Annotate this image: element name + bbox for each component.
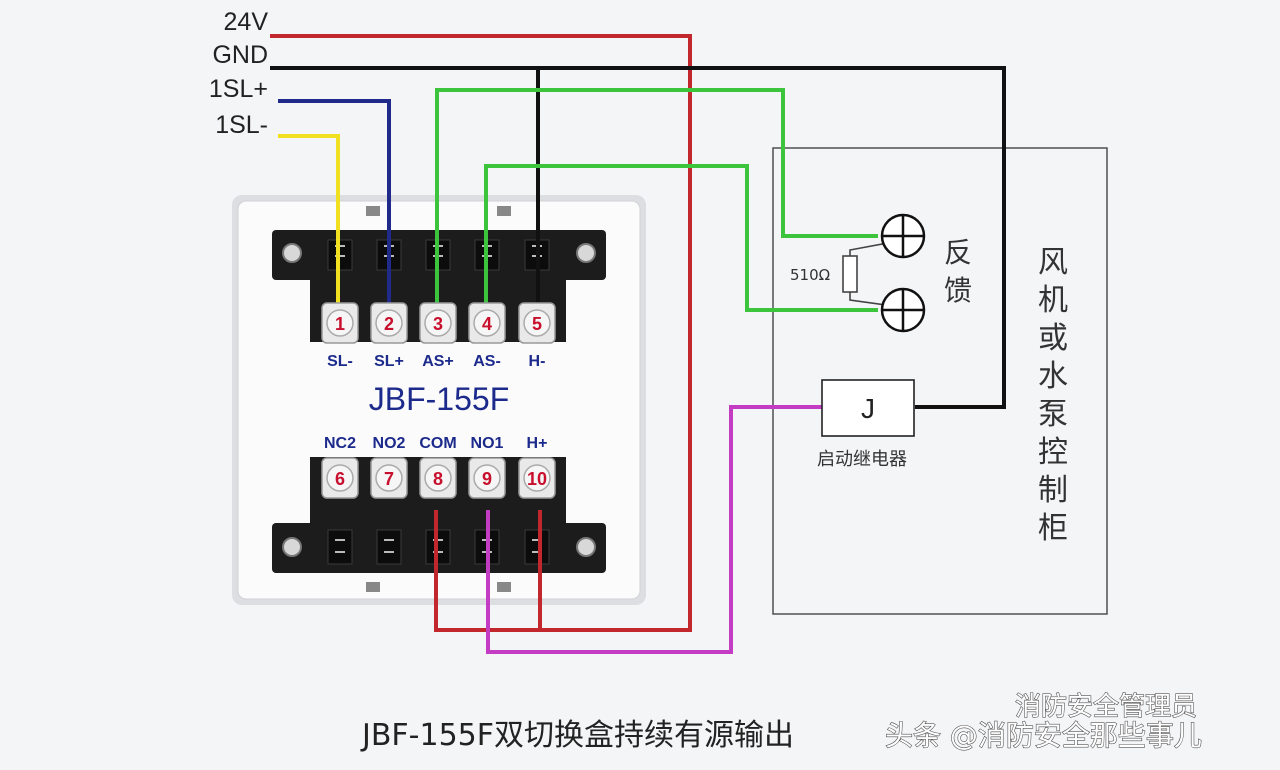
- svg-text:4: 4: [482, 314, 492, 334]
- bus-label-gnd: GND: [212, 41, 268, 69]
- feedback-label: 反馈: [944, 236, 972, 307]
- bottom-terminal-10: 10: [518, 457, 556, 499]
- bottom-terminal-7: 7: [370, 457, 408, 499]
- svg-text:9: 9: [482, 469, 492, 489]
- control-cabinet-frame: [772, 147, 1108, 615]
- top-terminal-2: 2: [370, 302, 408, 344]
- relay-box: [821, 379, 915, 437]
- svg-text:风: 风: [1038, 245, 1068, 280]
- svg-text:1: 1: [335, 314, 345, 334]
- bottom-terminal-6: 6: [321, 457, 359, 499]
- svg-text:7: 7: [384, 469, 394, 489]
- feedback-contact-top-icon: [880, 213, 926, 259]
- svg-text:机: 机: [1038, 283, 1068, 318]
- top-pin-label-4: AS-: [473, 353, 501, 370]
- svg-text:或: 或: [1038, 321, 1068, 356]
- wires: [270, 34, 1006, 654]
- bottom-pin-label-8: COM: [419, 435, 456, 452]
- feedback-contact-bottom-icon: [880, 287, 926, 333]
- diagram-caption: JBF-155F双切换盒持续有源输出: [360, 718, 794, 753]
- bottom-pin-label-10: H+: [527, 435, 548, 452]
- bus-label-1sl-plus: 1SL+: [209, 75, 268, 103]
- svg-text:控: 控: [1038, 435, 1068, 470]
- bus-label-1sl-minus: 1SL-: [215, 111, 268, 139]
- bottom-pin-label-9: NO1: [471, 435, 504, 452]
- watermark-toutiao: 头条 @消防安全那些事儿: [885, 719, 1202, 752]
- resistor-label: 510Ω: [790, 266, 830, 284]
- wire-sl-minus: [278, 134, 340, 310]
- svg-text:3: 3: [433, 314, 443, 334]
- bottom-pin-label-7: NO2: [373, 435, 406, 452]
- svg-text:馈: 馈: [944, 274, 972, 307]
- bus-label-24v: 24V: [224, 8, 269, 36]
- bottom-pin-label-6: NC2: [324, 435, 356, 452]
- top-pin-label-1: SL-: [327, 353, 353, 370]
- svg-text:泵: 泵: [1038, 397, 1068, 432]
- top-terminal-4: 4: [468, 302, 506, 344]
- top-terminal-5: 5: [518, 302, 556, 344]
- wire-24v: [270, 34, 692, 632]
- bottom-terminal-9: 9: [468, 457, 506, 499]
- top-pin-label-5: H-: [529, 353, 546, 370]
- top-pin-label-2: SL+: [374, 353, 404, 370]
- watermark-account: 消防安全管理员: [1015, 692, 1197, 722]
- top-terminal-3: 3: [419, 302, 457, 344]
- svg-text:反: 反: [944, 236, 972, 269]
- svg-text:6: 6: [335, 469, 345, 489]
- svg-text:制: 制: [1038, 473, 1068, 508]
- svg-text:柜: 柜: [1038, 511, 1068, 546]
- wire-as-plus: [435, 88, 878, 310]
- wire-sl-plus: [278, 99, 391, 310]
- relay-label: 启动继电器: [817, 449, 907, 470]
- svg-text:水: 水: [1038, 359, 1068, 394]
- top-pin-label-3: AS+: [422, 353, 454, 370]
- wire-gnd: [270, 66, 1006, 409]
- svg-text:5: 5: [532, 314, 542, 334]
- module-model-label: JBF-155F: [369, 381, 509, 417]
- svg-text:10: 10: [527, 469, 547, 489]
- top-terminal-1: 1: [321, 302, 359, 344]
- bottom-terminal-8: 8: [419, 457, 457, 499]
- svg-text:8: 8: [433, 469, 443, 489]
- wire-as-minus: [484, 164, 878, 312]
- relay-symbol: J: [861, 393, 875, 424]
- svg-text:2: 2: [384, 314, 394, 334]
- resistor-510: [842, 255, 858, 293]
- wire-no1-relay: [486, 405, 822, 654]
